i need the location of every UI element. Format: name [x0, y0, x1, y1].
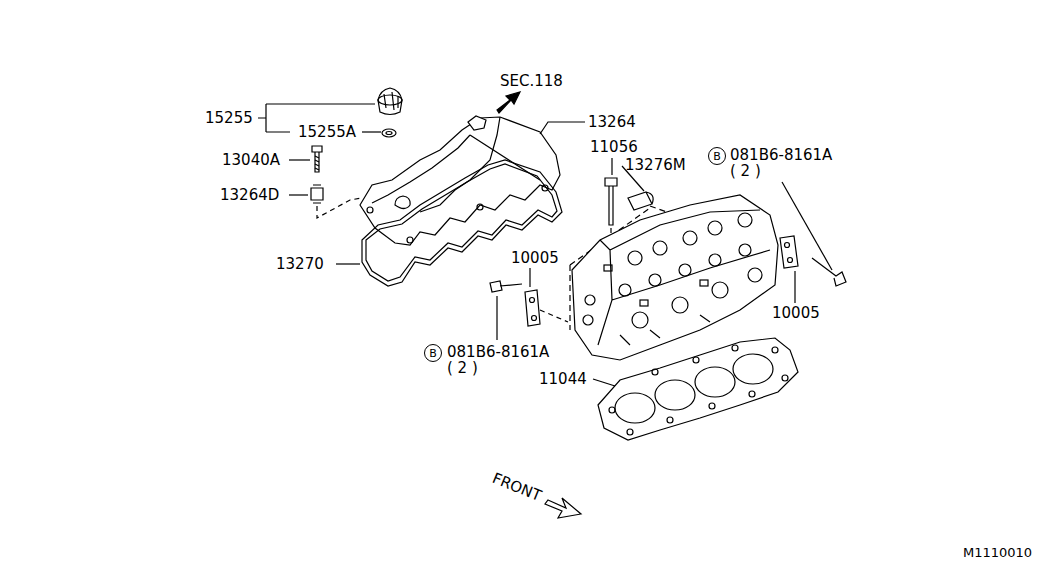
part-number: 15255A [298, 124, 356, 140]
quantity: ( 2 ) [447, 360, 478, 376]
part-number: 10005 [772, 304, 820, 322]
part-number: 13264D [220, 186, 279, 204]
part-number: 11056 [590, 139, 638, 155]
part-number: 11044 [539, 370, 587, 388]
part-number: 13276M [625, 157, 686, 173]
quantity: ( 2 ) [730, 162, 761, 180]
figure-number: M1110010 [963, 545, 1032, 561]
part-number: 081B6-8161A [447, 344, 549, 360]
part-number: 11056 [590, 138, 638, 156]
part-number: 13270 [276, 256, 324, 272]
quantity: ( 2 ) [730, 163, 761, 179]
quantity: ( 2 ) [447, 359, 478, 377]
figure-number: M1110010 [963, 545, 1032, 560]
part-number: 10005 [772, 305, 820, 321]
part-number: 13270 [276, 255, 324, 273]
part-number: 13040A [222, 152, 280, 168]
direction-label: FRONT [490, 470, 544, 504]
section-reference: SEC.118 [500, 73, 563, 89]
circled-symbol: B [424, 344, 442, 362]
part-number: 15255 [205, 110, 253, 126]
part-number: 15255 [205, 109, 253, 127]
part-number: 13040A [222, 151, 280, 169]
part-number: 13276M [625, 156, 686, 174]
part-number: 11044 [539, 371, 587, 387]
direction-label: FRONT [490, 469, 544, 505]
circled-symbol: B [708, 147, 726, 165]
part-number: 081B6-8161A [730, 146, 832, 164]
symbol-letter: B [429, 347, 437, 360]
part-number: 081B6-8161A [730, 147, 832, 163]
part-number: 10005 [511, 250, 559, 266]
part-number: 081B6-8161A [447, 343, 549, 361]
part-number: 15255A [298, 123, 356, 141]
part-number: 13264D [220, 187, 279, 203]
symbol-letter: B [713, 150, 721, 163]
part-number: 10005 [511, 249, 559, 267]
part-number: 13264 [588, 114, 636, 130]
part-number: 13264 [588, 113, 636, 131]
section-reference: SEC.118 [500, 72, 563, 90]
